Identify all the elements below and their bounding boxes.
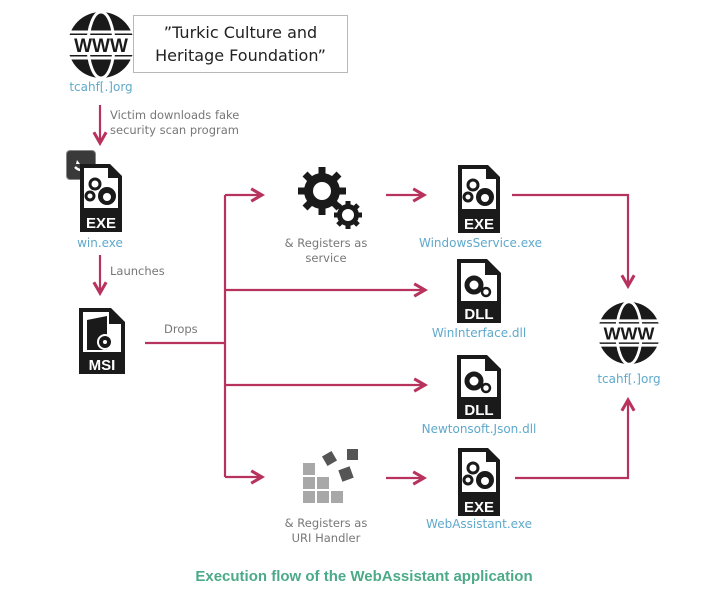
exe-file-icon: EXE <box>458 448 500 516</box>
registry-blocks-icon <box>303 449 358 503</box>
uri-handler-label: & Registers as URI Handler <box>284 516 368 545</box>
svg-text:DLL: DLL <box>464 306 493 323</box>
gears-icon <box>298 167 362 229</box>
wininterface-label[interactable]: WinInterface.dll <box>431 326 527 340</box>
arrow-service-to-site <box>512 193 628 286</box>
arrow-webassistant-to-site <box>515 400 628 480</box>
edge-label-launches: Launches <box>110 264 165 278</box>
windows-service-label[interactable]: WindowsService.exe <box>419 236 543 250</box>
dll-file-icon: DLL <box>457 259 501 323</box>
exe-file-icon: EXE <box>458 165 500 233</box>
newtonsoft-label[interactable]: Newtonsoft.Json.dll <box>421 422 537 436</box>
edge-label-download: Victim downloads fake security scan prog… <box>110 108 240 137</box>
svg-text:DLL: DLL <box>464 402 493 419</box>
globe-www-icon: WWW <box>596 300 662 366</box>
edge-label-drops: Drops <box>164 322 198 336</box>
svg-text:EXE: EXE <box>464 216 494 233</box>
svg-text:EXE: EXE <box>464 499 494 516</box>
globe-www-icon: WWW <box>66 10 136 80</box>
dll-file-icon: DLL <box>457 355 501 419</box>
svg-text:EXE: EXE <box>86 215 116 232</box>
svg-text:WWW: WWW <box>604 324 655 344</box>
site-title-box: ”Turkic Culture and Heritage Foundation” <box>133 15 348 73</box>
service-registration-label: & Registers as service <box>284 236 368 265</box>
win-exe-label[interactable]: win.exe <box>77 236 123 250</box>
webassistant-label[interactable]: WebAssistant.exe <box>426 517 532 531</box>
svg-text:MSI: MSI <box>89 357 116 374</box>
site-top-label[interactable]: tcahf[.]org <box>69 80 133 94</box>
msi-file-icon: MSI <box>79 308 125 374</box>
exe-file-icon: EXE <box>80 164 122 232</box>
figure-caption: Execution flow of the WebAssistant appli… <box>195 568 533 585</box>
site-right-label[interactable]: tcahf[.]org <box>597 372 661 386</box>
www-text: WWW <box>74 36 128 57</box>
